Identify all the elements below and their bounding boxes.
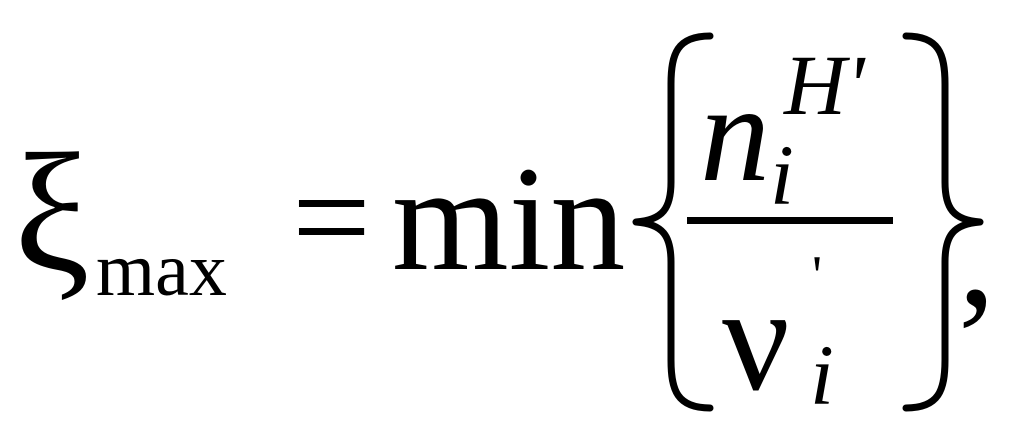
comma: , bbox=[958, 172, 996, 338]
numerator-subscript: i bbox=[770, 127, 794, 223]
denominator-nu: ν bbox=[722, 256, 790, 422]
denominator-prime: ' bbox=[812, 245, 823, 307]
fraction-bar bbox=[687, 217, 893, 224]
right-brace-icon bbox=[902, 32, 984, 412]
denominator-subscript: i bbox=[810, 327, 834, 423]
min-operator: min bbox=[392, 136, 626, 302]
left-brace-icon bbox=[632, 32, 714, 412]
numerator-superscript: H' bbox=[784, 37, 865, 133]
equals-sign: = bbox=[292, 140, 371, 295]
numerator-n: n bbox=[700, 56, 770, 211]
max-subscript: max bbox=[96, 228, 227, 312]
xi-symbol: ξ bbox=[14, 119, 90, 307]
